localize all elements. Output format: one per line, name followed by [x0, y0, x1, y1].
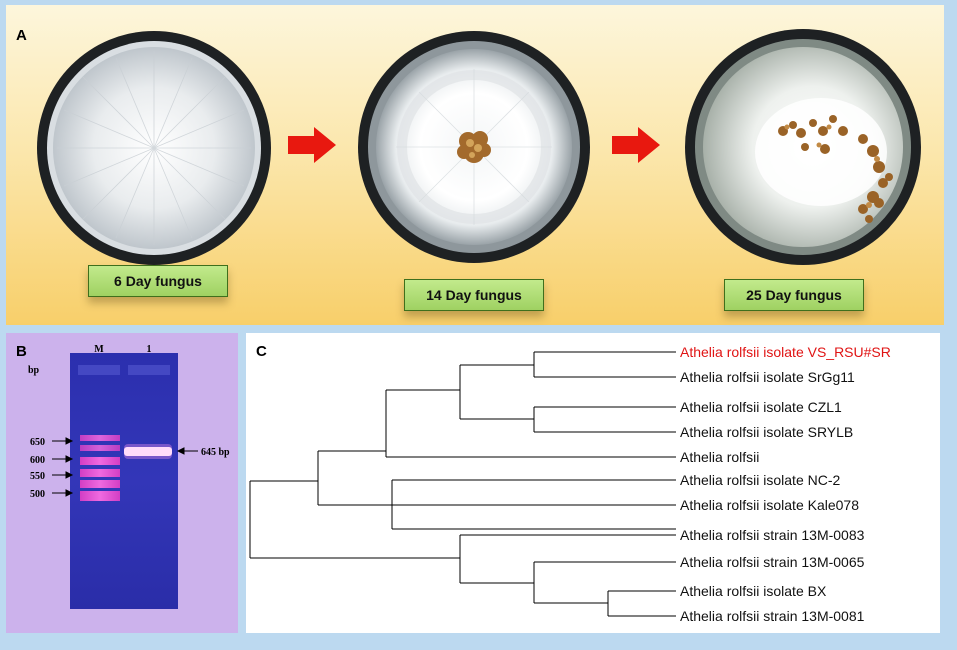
taxon-label: Athelia rolfsii strain 13M-0065 [680, 554, 865, 570]
panel-letter-c: C [256, 343, 267, 360]
ladder-band [80, 435, 120, 441]
taxon-label: Athelia rolfsii isolate CZL1 [680, 399, 842, 415]
taxon-label: Athelia rolfsii isolate SrGg11 [680, 369, 855, 385]
taxon-label: Athelia rolfsii isolate VS_RSU#SR [680, 344, 891, 360]
taxon-label: Athelia rolfsii isolate SRYLB [680, 424, 853, 440]
tree-branches [249, 351, 676, 617]
marker-label-600: 600 [30, 455, 45, 466]
ladder-band [80, 457, 120, 465]
ladder-band [80, 469, 120, 477]
marker-label-650: 650 [30, 437, 45, 448]
taxon-label: Athelia rolfsii isolate NC-2 [680, 472, 840, 488]
gel-image: M 1 bp 650 600 550 500 645 bp [28, 344, 230, 609]
ladder-band [80, 480, 120, 488]
panel-a-fungus-growth: A [6, 5, 944, 325]
panel-b-gel-electrophoresis: B M 1 bp 650 600 550 [6, 333, 238, 633]
taxon-label: Athelia rolfsii isolate BX [680, 583, 827, 599]
petri-dish-day25 [685, 29, 921, 265]
petri-dish-day14 [358, 31, 590, 263]
lane-label-1: 1 [147, 344, 152, 355]
marker-label-500: 500 [30, 489, 45, 500]
sample-band [124, 447, 172, 456]
panel-letter-a: A [16, 27, 27, 44]
red-arrow-right-icon [612, 127, 660, 163]
taxon-label: Athelia rolfsii strain 13M-0083 [680, 527, 865, 543]
taxon-labels: Athelia rolfsii isolate VS_RSU#SR Athelia… [680, 344, 891, 624]
taxon-label: Athelia rolfsii strain 13M-0081 [680, 608, 865, 624]
taxon-label: Athelia rolfsii [680, 449, 759, 465]
stage-label-day14: 14 Day fungus [404, 279, 544, 311]
marker-label-550: 550 [30, 471, 45, 482]
taxon-label: Athelia rolfsii isolate Kale078 [680, 497, 859, 513]
panel-letter-b: B [16, 343, 27, 360]
red-arrow-right-icon [288, 127, 336, 163]
panel-c-phylogenetic-tree: C [246, 333, 940, 633]
band-size-label: 645 bp [201, 447, 230, 458]
petri-dish-day6 [37, 31, 271, 265]
ladder-band [80, 445, 120, 451]
ladder-band [80, 491, 120, 501]
lane-label-m: M [94, 344, 104, 355]
tree-diagram: Athelia rolfsii isolate VS_RSU#SR Athelia… [249, 344, 891, 624]
stage-label-day6: 6 Day fungus [88, 265, 228, 297]
unit-label-bp: bp [28, 365, 40, 376]
stage-label-day25: 25 Day fungus [724, 279, 864, 311]
